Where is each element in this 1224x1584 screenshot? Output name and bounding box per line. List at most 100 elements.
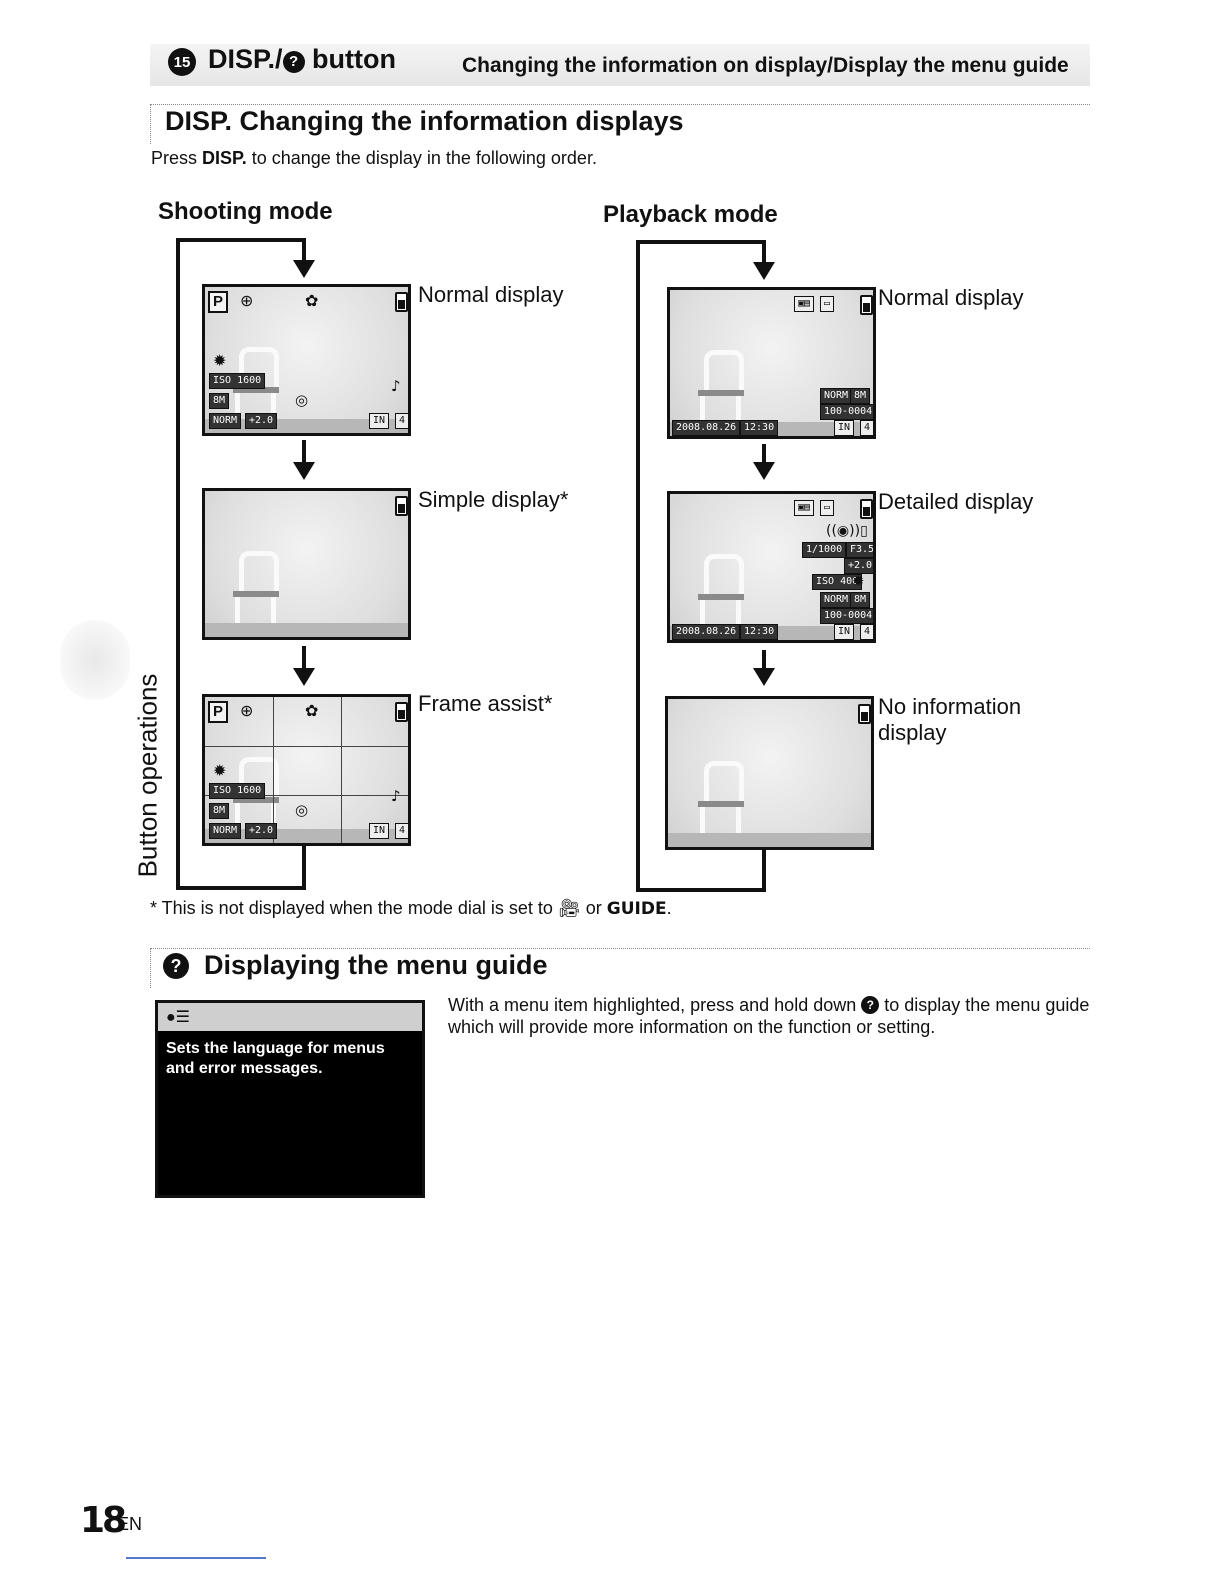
arrow-down-icon [293,668,315,686]
shooting-frame-assist-screen: P ⊕ ✿ ✹ ISO 1600 8M NORM +2.0 ◎ ♪ IN 4 [202,694,411,846]
flow-line-top [636,240,766,244]
battery-icon [395,496,408,516]
page-language: EN [117,1514,142,1535]
image-size-badge: 8M [209,393,229,409]
footer-rule [126,1557,266,1559]
playback-no-info-screen [665,696,874,850]
question-circle-icon: ? [283,51,305,73]
battery-icon [395,702,408,722]
flash-auto-icon: ⊕ [240,293,253,309]
guide-text-before: With a menu item highlighted, press and … [448,995,861,1015]
image-size-badge: 8M [850,388,870,404]
playback-detailed-screen: ▣▤ ▭ ((◉))▯ 1/1000 F3.5 +2.0 ISO 400 ✹ N… [667,491,876,643]
menu-guide-message: Sets the language for menus and error me… [166,1039,406,1079]
iso-badge: ISO 1600 [209,783,265,799]
shooting-normal-screen: P ⊕ ✿ ✹ ISO 1600 8M NORM +2.0 ◎ ♪ IN 4 [202,284,411,436]
flow-line-bottom [176,886,306,890]
image-size-badge: 8M [209,803,229,819]
quality-badge: NORM [209,413,241,429]
flow-line-return [302,846,306,890]
arrow-shaft [762,650,766,670]
white-balance-icon: ✹ [213,353,226,369]
battery-icon [395,292,408,312]
file-number: 100-0004 [820,404,876,420]
shooting-mode-heading: Shooting mode [158,198,333,226]
stabilizer-icon: ((◉))▯ [826,524,868,538]
playback-label-no-info: No information display [878,694,1078,746]
question-circle-icon: ? [861,996,879,1014]
arrow-down-icon [293,260,315,278]
self-timer-icon: ◎ [295,803,308,818]
section-divider [150,948,1090,949]
exposure-badge: +2.0 [245,823,277,839]
flow-line-left [636,240,640,892]
footnote-text-before: * This is not displayed when the mode di… [150,898,558,918]
battery-icon [860,499,873,519]
date-stamp: 2008.08.26 [672,624,740,640]
internal-memory-badge: IN [369,823,389,839]
shooting-label-simple: Simple display* [418,487,568,513]
header-title-suffix: button [305,44,396,74]
flow-line-left [176,238,180,890]
arrow-down-icon [753,462,775,480]
white-balance-icon: ✹ [213,763,226,779]
battery-icon [860,295,873,315]
arrow-shaft [302,238,306,262]
section-title-menu-guide: Displaying the menu guide [204,950,548,981]
header-title-prefix: DISP./ [208,44,283,74]
shots-remaining: 4 [395,413,409,429]
shooting-label-normal: Normal display [418,282,564,308]
section-number-badge: 15 [168,48,196,76]
frame-number: 4 [860,420,874,436]
voice-icon: ♪ [391,789,401,804]
flow-line-top [176,238,306,242]
menu-guide-screen: ●☰ Sets the language for menus and error… [155,1000,425,1198]
menu-guide-header: ●☰ [158,1003,422,1031]
exposure-badge: +2.0 [245,413,277,429]
flow-line-bottom [636,888,766,892]
movie-scene-icon: 🎥︎ [558,898,581,918]
internal-memory-badge: IN [369,413,389,429]
arrow-shaft [302,440,306,464]
side-chapter-label: Button operations [133,656,164,896]
grid-line [341,697,342,843]
time-stamp: 12:30 [740,624,778,640]
footnote-text-after: or [581,898,607,918]
footnote-end: . [667,898,672,918]
program-mode-icon: P [208,701,228,723]
arrow-shaft [762,444,766,464]
playback-mode-heading: Playback mode [603,201,778,229]
macro-icon: ✿ [305,293,318,309]
playback-label-detailed: Detailed display [878,489,1033,515]
internal-memory-badge: IN [834,624,854,640]
header-title: DISP./? button [208,44,396,75]
section-intro-text: Press DISP. to change the display in the… [151,148,597,169]
file-number: 100-0004 [820,608,876,624]
shooting-label-frame-assist: Frame assist* [418,691,552,717]
shooting-simple-screen [202,488,411,640]
section-title-disp: DISP. Changing the information displays [165,106,684,137]
shutter-speed: 1/1000 [802,542,846,558]
protect-icon: ▣▤ [794,296,814,312]
print-order-icon: ▭ [820,500,834,516]
date-stamp: 2008.08.26 [672,420,740,436]
arrow-shaft [302,646,306,670]
image-size-badge: 8M [850,592,870,608]
program-mode-icon: P [208,291,228,313]
intro-text-before: Press [151,148,202,168]
protect-icon: ▣▤ [794,500,814,516]
arrow-down-icon [753,668,775,686]
arrow-shaft [762,240,766,264]
shots-remaining: 4 [395,823,409,839]
frame-number: 4 [860,624,874,640]
language-icon: ●☰ [166,1007,190,1027]
white-balance-icon: ✹ [852,574,865,589]
battery-icon [858,704,871,724]
macro-icon: ✿ [305,703,318,719]
header-description: Changing the information on display/Disp… [462,54,1069,78]
print-order-icon: ▭ [820,296,834,312]
iso-badge: ISO 1600 [209,373,265,389]
self-timer-icon: ◎ [295,393,308,408]
flash-auto-icon: ⊕ [240,703,253,719]
arrow-down-icon [293,462,315,480]
